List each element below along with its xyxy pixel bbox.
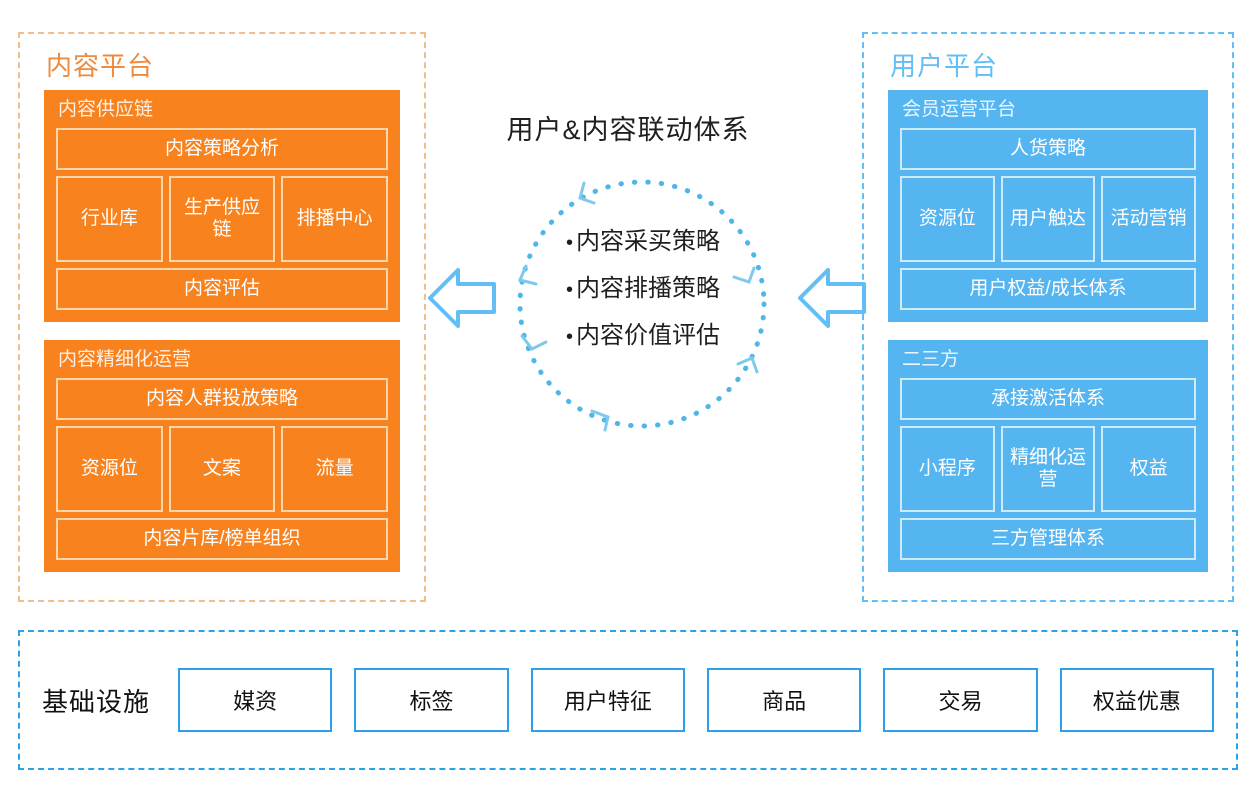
group-content-supply-chain: 内容供应链 内容策略分析 行业库 生产供应链 排播中心 内容评估: [44, 90, 400, 322]
center-title: 用户&内容联动体系: [506, 115, 750, 145]
content-platform-title: 内容平台: [46, 51, 155, 81]
cell-third-party-management[interactable]: 三方管理体系: [900, 517, 1196, 560]
cell-people-goods-strategy[interactable]: 人货策略: [900, 127, 1196, 170]
group-title: 内容精细化运营: [58, 349, 192, 370]
infra-item-tags[interactable]: 标签: [354, 668, 509, 732]
left-arrow-icon-secondary: [798, 268, 866, 328]
panel-content-platform: 内容平台 内容供应链 内容策略分析 行业库 生产供应链 排播中心 内容评估 内容…: [18, 32, 426, 602]
cell-campaign-marketing[interactable]: 活动营销: [1101, 175, 1197, 262]
left-arrow-icon: [428, 268, 496, 328]
cell-benefits[interactable]: 权益: [1101, 425, 1197, 512]
cell-row: 资源位 文案 流量: [56, 425, 389, 512]
cell-audience-delivery-strategy[interactable]: 内容人群投放策略: [56, 377, 388, 420]
cell-user-reach[interactable]: 用户触达: [1000, 175, 1096, 262]
cell-resource-slot[interactable]: 资源位: [900, 175, 995, 262]
bullet-item: 内容采买策略: [514, 230, 772, 254]
infrastructure-items: 媒资 标签 用户特征 商品 交易 权益优惠: [178, 668, 1214, 732]
cell-user-benefits-growth[interactable]: 用户权益/成长体系: [900, 267, 1196, 310]
bullet-item: 内容价值评估: [514, 324, 772, 348]
panel-infrastructure: 基础设施 媒资 标签 用户特征 商品 交易 权益优惠: [18, 630, 1238, 770]
group-title: 会员运营平台: [902, 99, 1017, 120]
group-title: 二三方: [902, 349, 960, 370]
infra-item-products[interactable]: 商品: [707, 668, 862, 732]
cell-row: 行业库 生产供应链 排播中心: [56, 175, 389, 262]
group-content-refined-operations: 内容精细化运营 内容人群投放策略 资源位 文案 流量 内容片库/榜单组织: [44, 340, 400, 572]
group-second-third-party: 二三方 承接激活体系 小程序 精细化运营 权益 三方管理体系: [888, 340, 1208, 572]
group-title: 内容供应链: [58, 99, 154, 120]
cycle-bullet-list: 内容采买策略 内容排播策略 内容价值评估: [514, 230, 772, 371]
cell-scheduling-center[interactable]: 排播中心: [281, 175, 389, 262]
cycle-diagram: 内容采买策略 内容排播策略 内容价值评估: [506, 168, 778, 440]
cell-row: 资源位 用户触达 活动营销: [900, 175, 1197, 262]
user-platform-title: 用户平台: [890, 51, 999, 81]
infrastructure-label: 基础设施: [42, 686, 151, 717]
cell-copywriting[interactable]: 文案: [168, 425, 276, 512]
bullet-item: 内容排播策略: [514, 277, 772, 301]
cell-traffic[interactable]: 流量: [281, 425, 389, 512]
cell-content-strategy-analysis[interactable]: 内容策略分析: [56, 127, 388, 170]
infra-item-benefits-discounts[interactable]: 权益优惠: [1059, 668, 1214, 732]
cell-row: 小程序 精细化运营 权益: [900, 425, 1197, 512]
cell-content-library-ranking[interactable]: 内容片库/榜单组织: [56, 517, 388, 560]
panel-user-platform: 用户平台 会员运营平台 人货策略 资源位 用户触达 活动营销 用户权益/成长体系…: [862, 32, 1234, 602]
cell-refined-operations[interactable]: 精细化运营: [1000, 425, 1096, 512]
infra-item-transactions[interactable]: 交易: [883, 668, 1038, 732]
cell-resource-slot[interactable]: 资源位: [56, 425, 163, 512]
cell-mini-program[interactable]: 小程序: [900, 425, 995, 512]
cell-activation-system[interactable]: 承接激活体系: [900, 377, 1196, 420]
cell-content-evaluation[interactable]: 内容评估: [56, 267, 388, 310]
cell-industry-library[interactable]: 行业库: [56, 175, 163, 262]
cell-production-supply-chain[interactable]: 生产供应链: [168, 175, 276, 262]
infra-item-user-profile[interactable]: 用户特征: [530, 668, 685, 732]
infra-item-media-assets[interactable]: 媒资: [178, 668, 333, 732]
group-membership-operations: 会员运营平台 人货策略 资源位 用户触达 活动营销 用户权益/成长体系: [888, 90, 1208, 322]
